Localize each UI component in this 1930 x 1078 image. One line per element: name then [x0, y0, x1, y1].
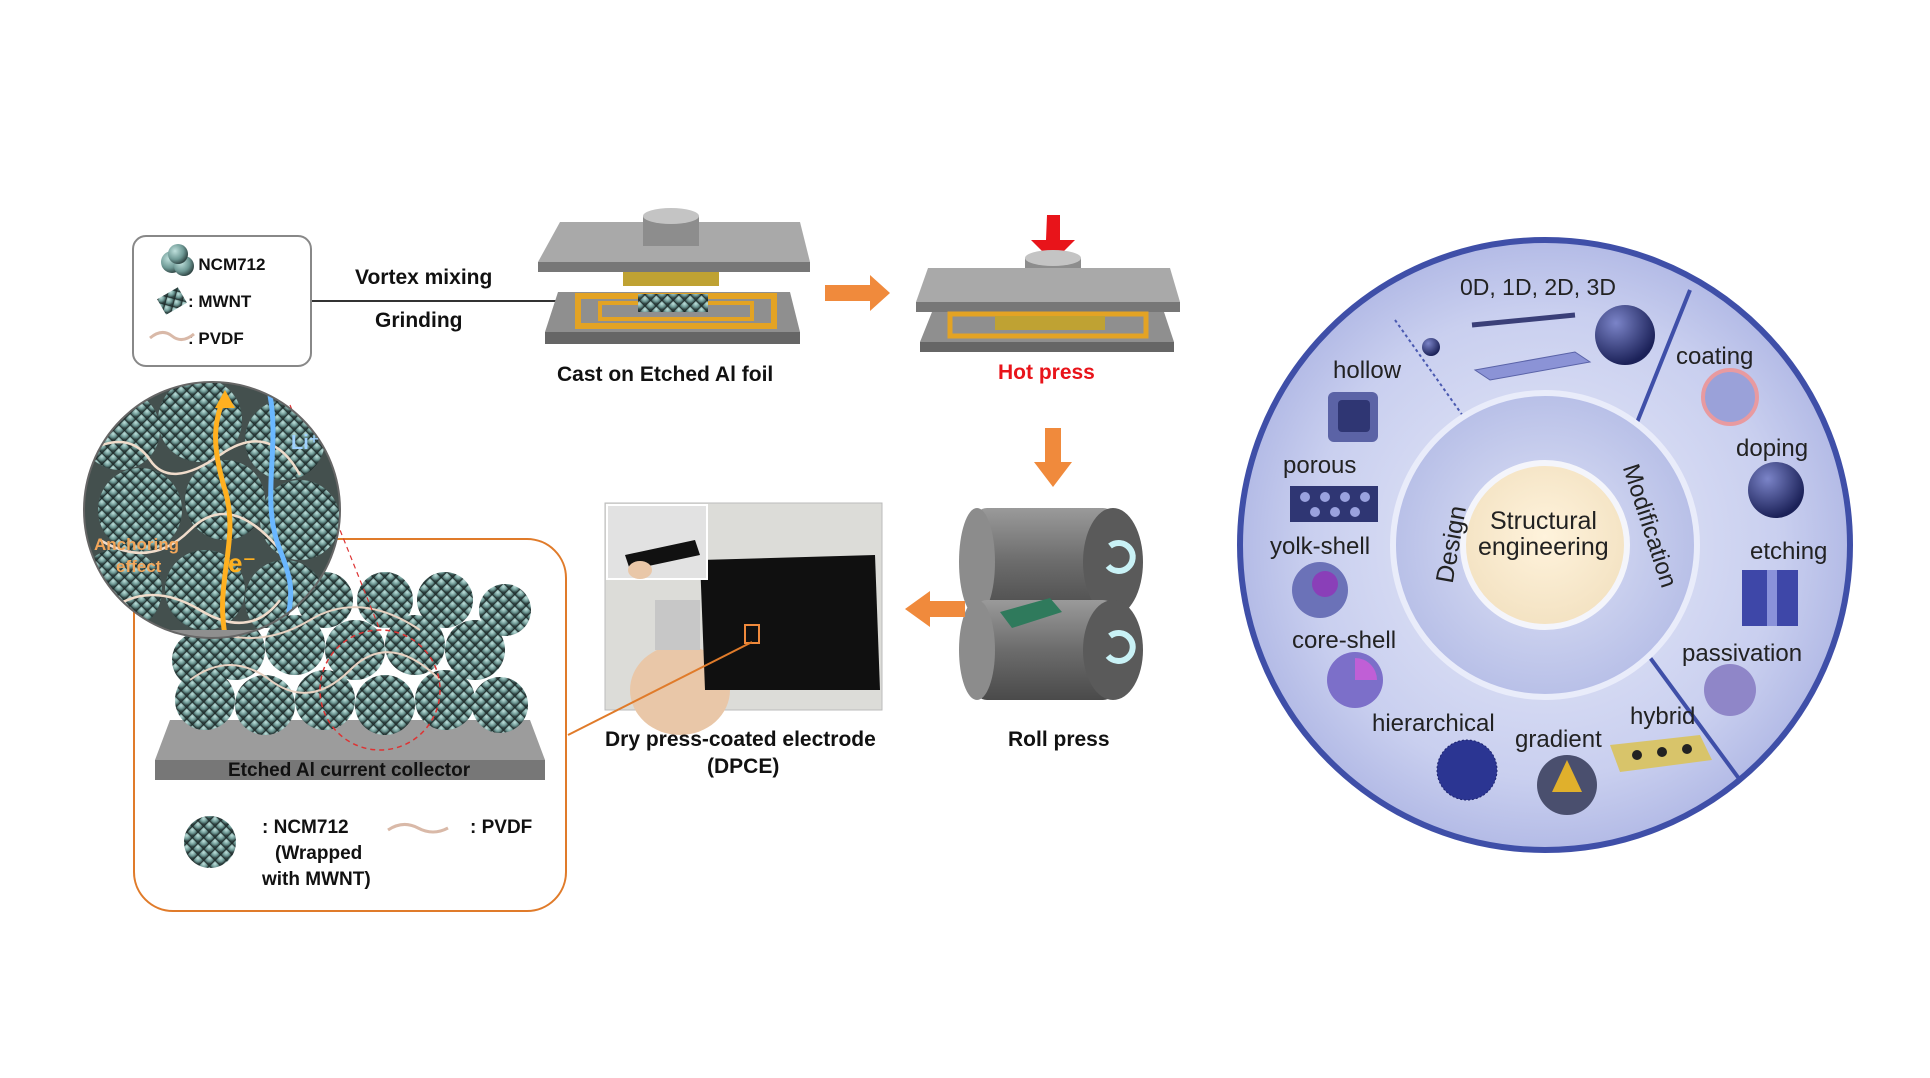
- grinding-label: Grinding: [375, 309, 463, 332]
- center-label-line2: engineering: [1478, 533, 1609, 561]
- anchoring-label-line2: effect: [116, 557, 162, 576]
- legend-ncm712: : NCM712: [188, 255, 266, 274]
- arrow-to-roll-press: [1034, 428, 1072, 487]
- hot-press-illustration: [916, 215, 1180, 352]
- gradient-icon: [1537, 755, 1597, 815]
- core-shell-label: core-shell: [1292, 627, 1397, 654]
- dpce-photo: [604, 502, 883, 735]
- 1d-rod-icon: [1471, 312, 1576, 328]
- wheel-divider-top: [1628, 289, 1692, 441]
- hot-press-label: Hot press: [998, 361, 1095, 384]
- doping-icon: [1748, 462, 1804, 518]
- 2d-sheet-icon: [1473, 351, 1592, 381]
- 3d-sphere-icon: [1595, 305, 1655, 365]
- ncm712-wrapped-line3: with MWNT): [262, 869, 371, 890]
- doping-label: doping: [1736, 435, 1809, 462]
- arrow-to-hot-press: [825, 275, 890, 311]
- dpce-callout-line: [567, 641, 753, 736]
- porous-icon: [1290, 486, 1378, 522]
- dpce-label-line1: Dry press-coated electrode: [605, 728, 876, 751]
- cast-press-illustration: [538, 208, 810, 344]
- passivation-label: passivation: [1682, 640, 1803, 667]
- hierarchical-icon: [1436, 739, 1498, 801]
- passivation-icon: [1704, 664, 1756, 716]
- ncm712-wrapped-line2: (Wrapped: [275, 843, 363, 864]
- yolk-shell-label: yolk-shell: [1270, 533, 1371, 560]
- vortex-mixing-label: Vortex mixing: [355, 266, 493, 289]
- yolk-shell-icon: [1292, 562, 1348, 618]
- center-label-line1: Structural: [1490, 507, 1597, 535]
- roll-press-illustration: [959, 508, 1143, 700]
- coating-label: coating: [1676, 343, 1754, 370]
- gradient-label: gradient: [1515, 726, 1602, 753]
- electron-label: e⁻: [228, 548, 257, 578]
- arrow-to-dpce: [905, 591, 965, 627]
- collector-label: Etched Al current collector: [228, 760, 471, 781]
- anchoring-label-line1: Anchoring: [94, 535, 179, 554]
- etching-icon: [1742, 570, 1798, 626]
- 0d-dot-icon: [1422, 338, 1440, 356]
- hybrid-icon: [1610, 735, 1712, 772]
- pvdf-detail-label: : PVDF: [470, 817, 533, 838]
- cast-label: Cast on Etched Al foil: [557, 363, 774, 386]
- legend-pvdf: : PVDF: [188, 329, 244, 348]
- coating-icon: [1701, 368, 1759, 426]
- hollow-icon-inner: [1338, 400, 1370, 432]
- etching-label: etching: [1750, 538, 1828, 565]
- li-ion-label: Li⁺: [291, 432, 320, 454]
- dims-label: 0D, 1D, 2D, 3D: [1460, 274, 1616, 300]
- ncm712-wrapped-line1: : NCM712: [262, 817, 349, 838]
- core-shell-icon: [1327, 652, 1383, 708]
- hybrid-label: hybrid: [1630, 703, 1696, 730]
- dpce-label-line2: (DPCE): [707, 755, 780, 778]
- hierarchical-label: hierarchical: [1372, 710, 1495, 737]
- wheel-core: [1460, 460, 1630, 630]
- hollow-label: hollow: [1333, 357, 1402, 384]
- roll-press-label: Roll press: [1008, 728, 1110, 751]
- legend-mwnt: : MWNT: [188, 292, 252, 311]
- porous-label: porous: [1283, 452, 1357, 479]
